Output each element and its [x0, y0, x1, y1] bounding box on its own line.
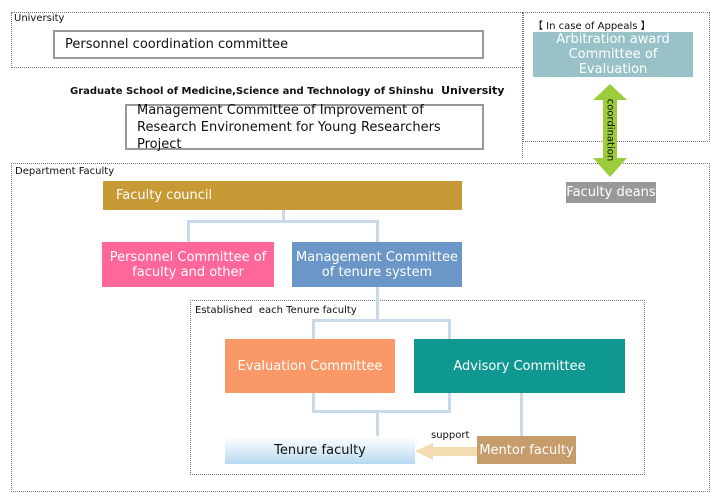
connector-advisory-to-mentor [520, 393, 523, 436]
connector-council-stem [282, 210, 285, 221]
appeals-label: 【 In case of Appeals 】 [533, 21, 651, 32]
department-faculty-section [11, 163, 710, 492]
connector-to-advisory [448, 319, 451, 339]
advisory-committee-box: Advisory Committee [414, 339, 625, 393]
management-committee-research-box: Management Committee of Improvement of R… [125, 103, 484, 152]
connector-to-tenure-faculty [376, 410, 379, 436]
connector-tenure-horizontal [312, 319, 451, 322]
support-arrow-icon [415, 443, 477, 460]
tenure-faculty-box: Tenure faculty [225, 436, 415, 464]
evaluation-committee-box: Evaluation Committee [225, 339, 395, 393]
connector-evaluation-down [312, 393, 315, 413]
graduate-school-title-main: Graduate School of Medicine,Science and … [70, 86, 434, 97]
mentor-faculty-box: Mentor faculty [477, 436, 576, 464]
connector-to-evaluation [312, 319, 315, 339]
university-label: University [14, 13, 65, 24]
coordination-label: coordination [604, 98, 616, 162]
personnel-coordination-committee-box: Personnel coordination committee [53, 30, 484, 59]
department-faculty-label: Department Faculty [15, 166, 115, 177]
personnel-committee-faculty-box: Personnel Committee of faculty and other [102, 242, 274, 287]
faculty-council-label: Faculty council [116, 188, 213, 203]
connector-to-management [376, 220, 379, 242]
connector-council-horizontal [187, 220, 379, 223]
graduate-school-title-suffix: University [441, 84, 505, 97]
tenure-faculty-section [190, 300, 645, 475]
management-committee-tenure-box: Management Committee of tenure system [292, 242, 462, 287]
support-label: support [431, 430, 470, 441]
arbitration-award-committee-box: Arbitration award Committee of Evaluatio… [533, 32, 693, 77]
faculty-council-box: Faculty council [103, 181, 462, 210]
university-section [11, 12, 523, 68]
tenure-faculty-section-label: Established each Tenure faculty [195, 305, 357, 316]
connector-to-personnel [187, 220, 190, 242]
faculty-deans-box: Faculty deans [566, 182, 656, 203]
connector-advisory-down-left [448, 393, 451, 413]
graduate-school-title: Graduate School of Medicine,Science and … [70, 84, 504, 97]
graduate-school-section [0, 68, 523, 158]
connector-management-stem [376, 287, 379, 321]
connector-bottom-horizontal [312, 410, 451, 413]
coordination-arrow-icon [593, 84, 627, 177]
